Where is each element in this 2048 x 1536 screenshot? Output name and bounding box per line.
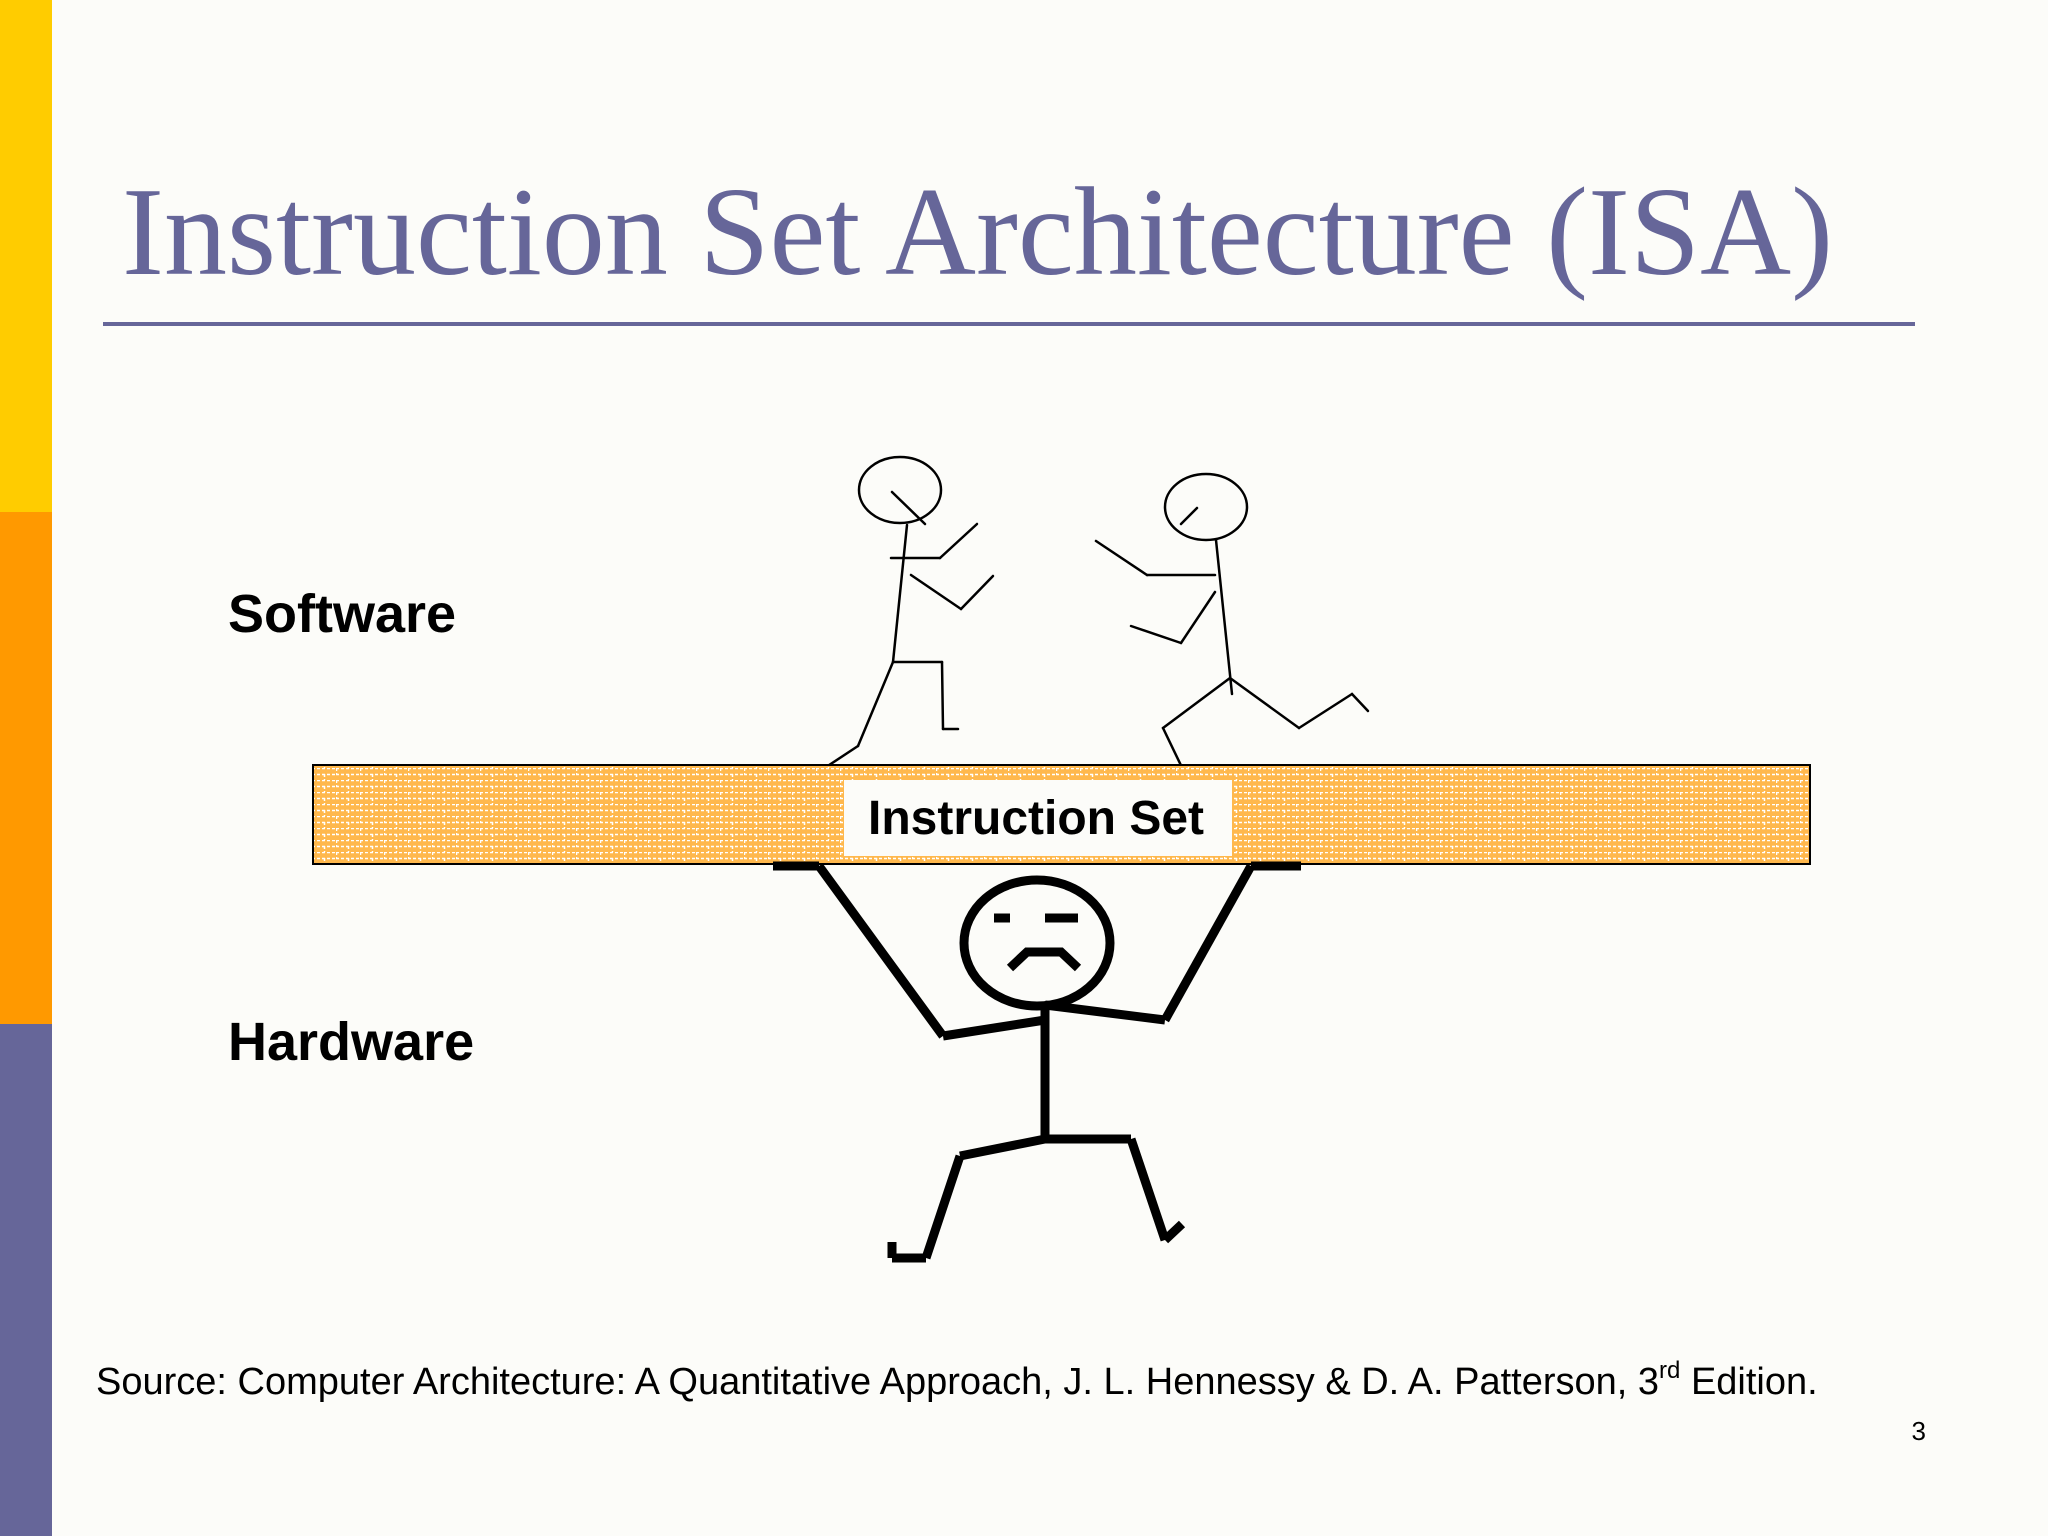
software-figure-left bbox=[806, 455, 995, 781]
page-number: 3 bbox=[1911, 1416, 1926, 1446]
hardware-figure bbox=[773, 861, 1301, 1263]
side-bar-orange bbox=[0, 512, 52, 1024]
source-superscript: rd bbox=[1659, 1357, 1681, 1384]
software-figure-right bbox=[1094, 472, 1370, 782]
hardware-label: Hardware bbox=[228, 1012, 475, 1072]
slide-title: Instruction Set Architecture (ISA) bbox=[122, 163, 1834, 302]
side-bar-yellow bbox=[0, 0, 52, 512]
side-bar-purple bbox=[0, 1024, 52, 1536]
source-text: Source: Computer Architecture: A Quantit… bbox=[96, 1361, 1660, 1403]
software-label: Software bbox=[228, 584, 457, 644]
source-citation: Source: Computer Architecture: A Quantit… bbox=[96, 1357, 1818, 1406]
wall-label: Instruction Set bbox=[868, 792, 1204, 845]
title-underline bbox=[103, 322, 1915, 326]
source-edition: Edition. bbox=[1680, 1361, 1818, 1403]
instruction-set-wall: Instruction Set bbox=[312, 764, 1811, 865]
